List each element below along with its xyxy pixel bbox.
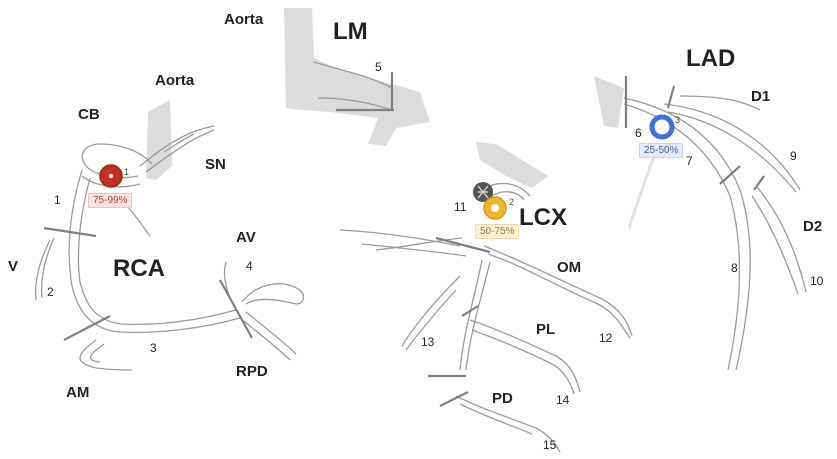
lesion-rca-marker[interactable]: [99, 164, 123, 188]
rpd-label: RPD: [236, 363, 268, 380]
stenosis-badge-lad: 25-50%: [639, 143, 684, 158]
segment-5: 5: [375, 60, 382, 74]
cb-label: CB: [78, 106, 100, 123]
segment-12: 12: [599, 331, 613, 345]
aorta-lad-shape: [594, 76, 624, 128]
segment-8: 8: [731, 261, 738, 275]
lm-label: LM: [333, 18, 368, 45]
lesion-rca-ref: 1: [124, 167, 130, 177]
lcx-ticks: [428, 236, 491, 407]
rca-label: RCA: [113, 255, 165, 282]
segment-3: 3: [150, 341, 157, 355]
lesion-lad-ref: 3: [675, 115, 681, 125]
am-label: AM: [66, 384, 90, 401]
stenosis-badge-rca: 75-99%: [88, 193, 133, 208]
lcx-label: LCX: [519, 204, 567, 231]
aorta-label-left: Aorta: [155, 72, 195, 89]
lad-vessel-tree: [623, 95, 807, 371]
aorta-lcx-shape: [476, 142, 548, 188]
segment-2: 2: [47, 285, 54, 299]
d1-label: D1: [751, 88, 771, 105]
aorta-lad-tail: [628, 146, 660, 230]
aorta-label-top: Aorta: [224, 11, 264, 28]
lm-tick: [336, 72, 394, 112]
lesion-lcx-ref: 2: [509, 197, 515, 207]
segment-4: 4: [246, 259, 253, 273]
pd-label: PD: [492, 390, 513, 407]
segment-9: 9: [790, 149, 797, 163]
aorta-lm-shape: [284, 8, 430, 146]
stenosis-badge-lcx: 50-75%: [475, 224, 520, 239]
segment-1: 1: [54, 193, 61, 207]
segment-15: 15: [543, 438, 557, 452]
lesion-lad-marker[interactable]: [649, 114, 675, 140]
aorta-rca-shape: [146, 100, 172, 180]
lm-vessel: [313, 61, 393, 111]
sn-label: SN: [205, 156, 226, 173]
segment-13: 13: [421, 335, 435, 349]
segment-11: 11: [454, 200, 467, 214]
d2-label: D2: [803, 218, 823, 235]
lad-label: LAD: [686, 45, 736, 72]
segment-10: 10: [810, 274, 824, 288]
segment-14: 14: [556, 393, 570, 407]
lesion-lcx-marker[interactable]: [483, 196, 507, 220]
pl-label: PL: [536, 321, 556, 338]
om-label: OM: [557, 259, 582, 276]
segment-7: 7: [686, 154, 693, 168]
v-label: V: [8, 258, 19, 275]
stent-lcx-marker[interactable]: [473, 182, 493, 202]
rca-ticks: [43, 226, 253, 341]
lad-ticks: [624, 76, 765, 191]
av-label: AV: [236, 229, 256, 246]
segment-6: 6: [635, 126, 642, 140]
